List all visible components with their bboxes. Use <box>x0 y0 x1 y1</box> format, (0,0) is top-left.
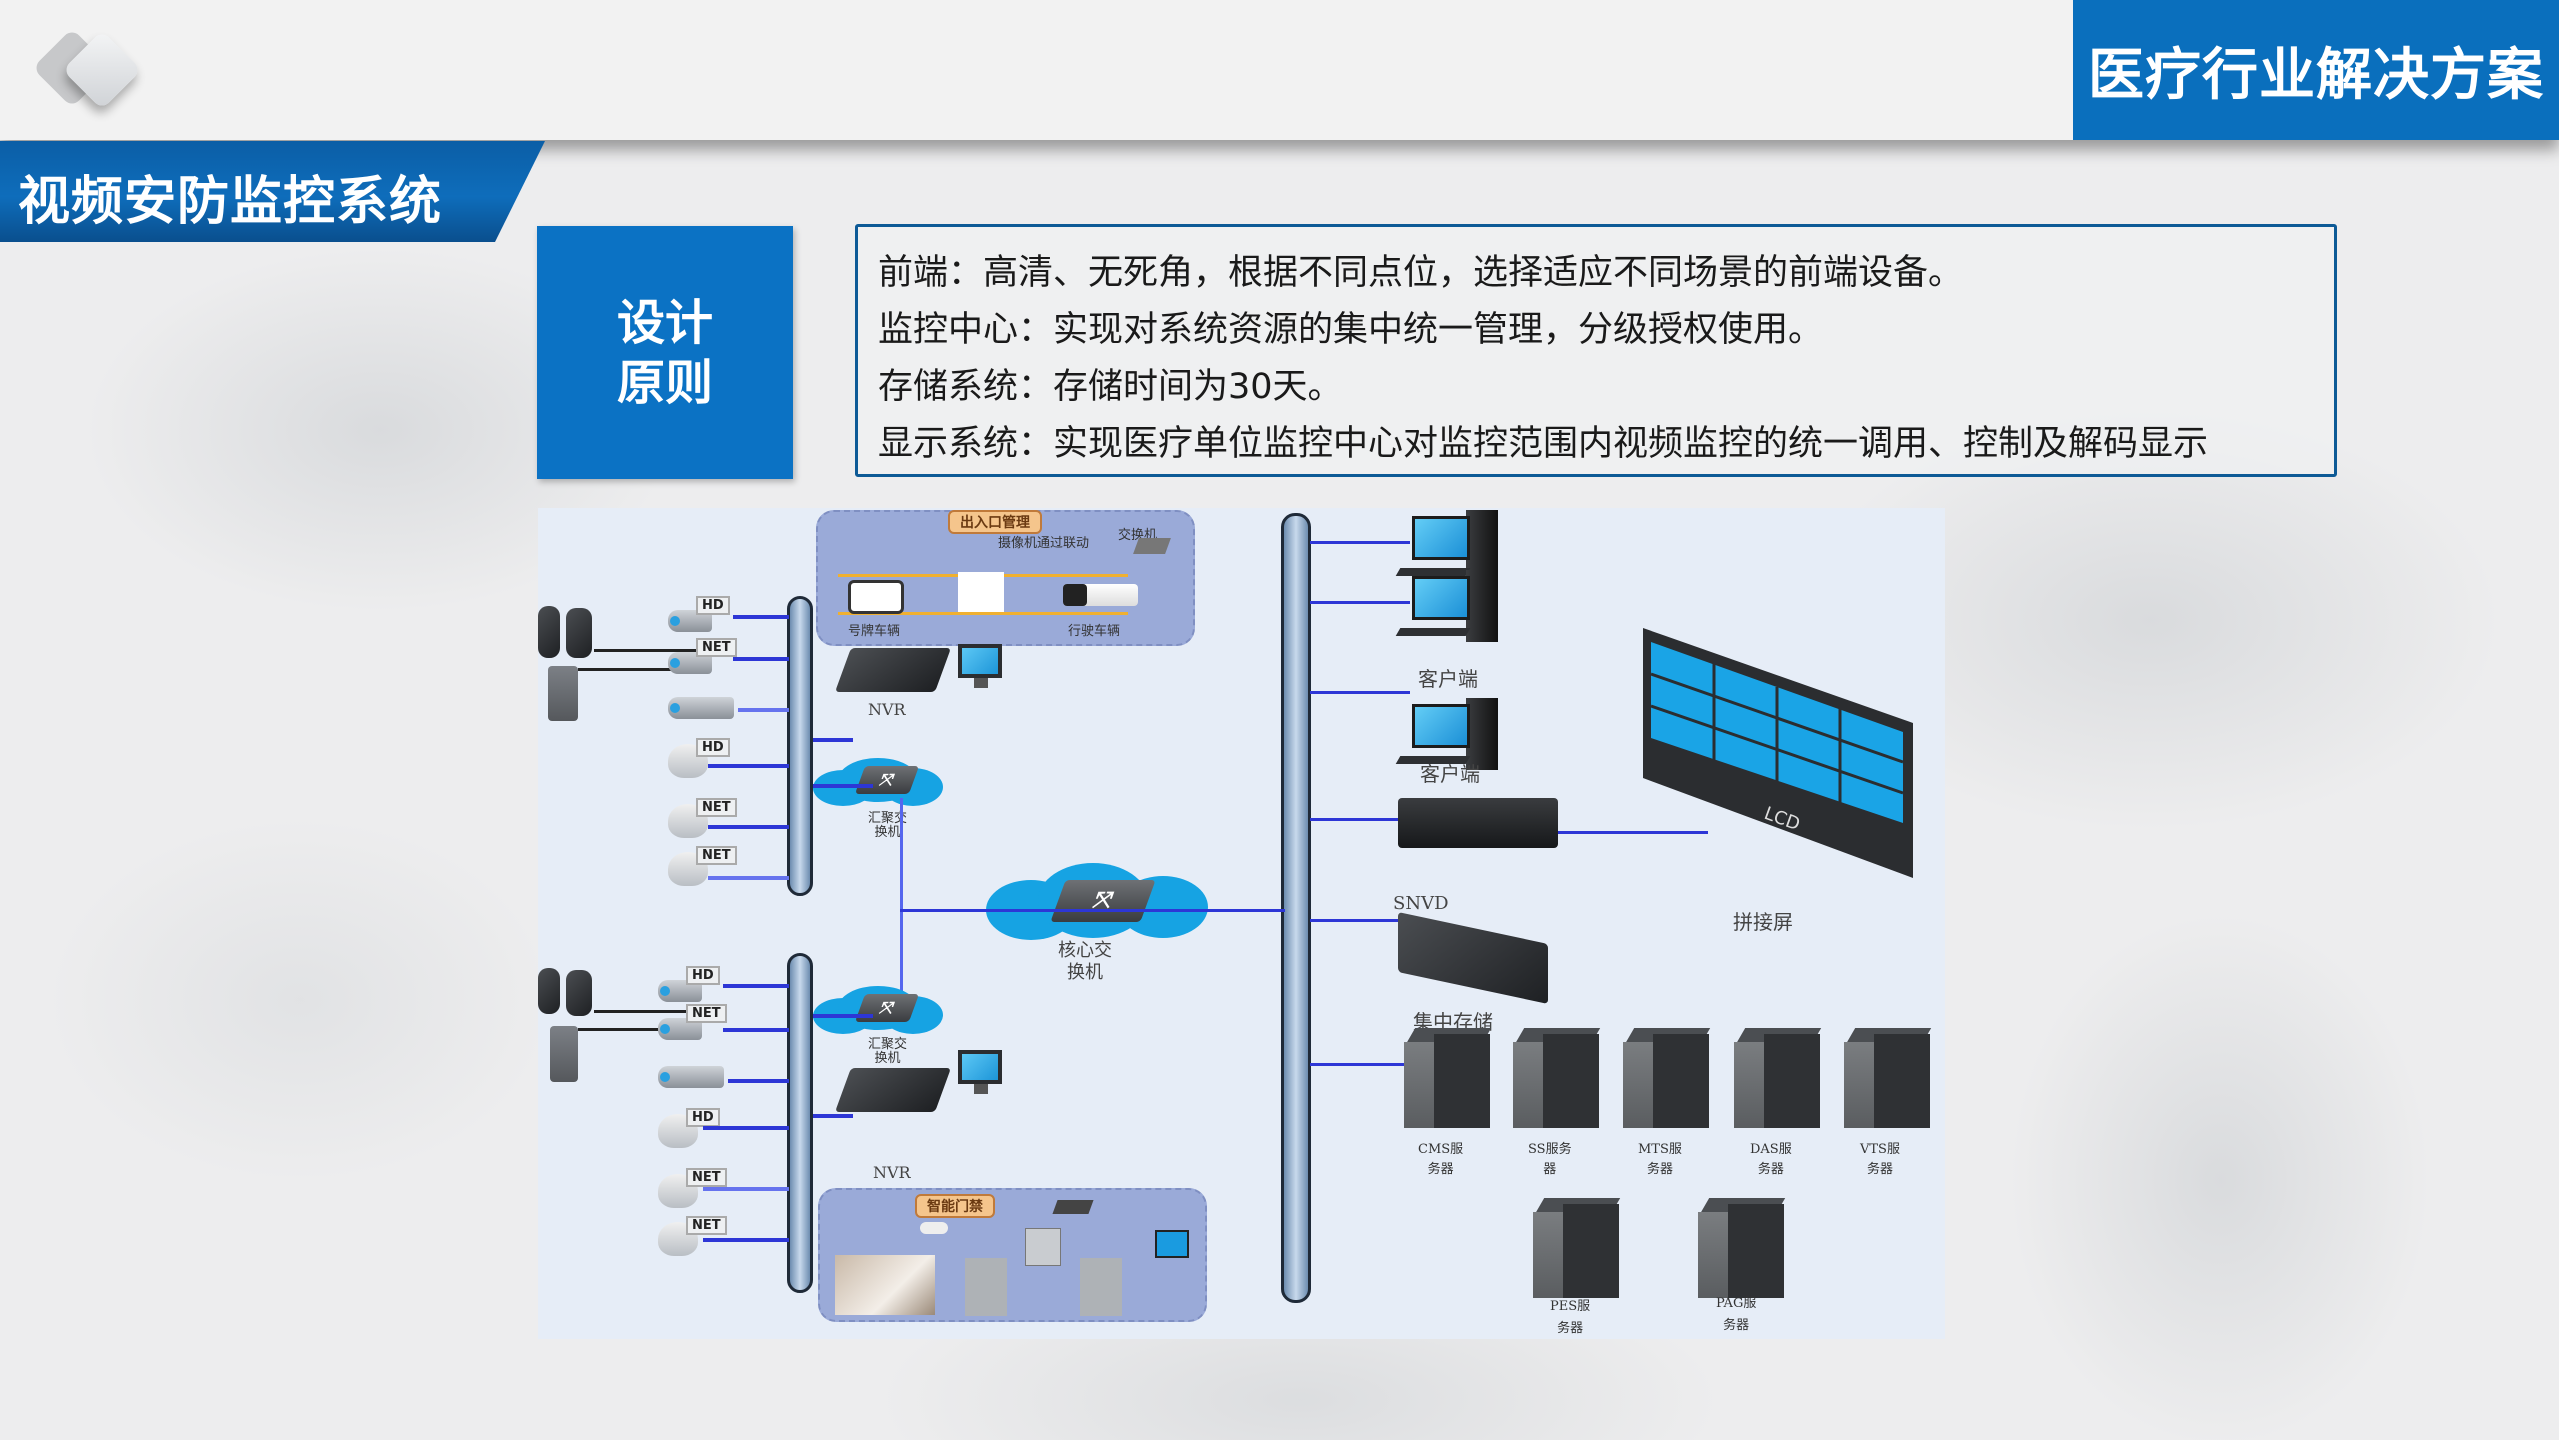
bottom-camera-2-icon: NET <box>658 1004 728 1048</box>
plate-camera-icon <box>1063 584 1138 606</box>
client-2-label: 客户端 <box>1418 667 1478 691</box>
bottom-aggregation-switch-label: 汇聚交换机 <box>868 1037 908 1066</box>
client-pc-2-icon <box>1395 570 1498 650</box>
server-label: MTS服务器 <box>1638 1142 1682 1177</box>
access-pc-icon <box>1155 1230 1189 1258</box>
logo-diamond-icon <box>32 28 144 112</box>
bottom-camera-1-icon: HD <box>658 966 728 1010</box>
top-dome-camera-2-icon: NET <box>668 798 738 842</box>
bottom-camera-3-icon <box>658 1052 728 1096</box>
mts-server-icon <box>1623 1028 1711 1128</box>
access-camera-icon <box>920 1222 948 1234</box>
card-reader-icon <box>548 666 578 721</box>
top-aggregation-switch-icon: ⤧ <box>854 766 920 794</box>
top-dome-camera-3-icon: NET <box>668 846 738 890</box>
bottom-nvr-monitor-icon <box>958 1050 1008 1098</box>
card-reader-icon <box>550 1026 578 1082</box>
turnstile-left-icon <box>965 1258 1007 1316</box>
top-nvr-monitor-icon <box>958 644 1008 692</box>
das-server-icon <box>1734 1028 1822 1128</box>
top-aggregation-switch-label: 汇聚交换机 <box>868 811 908 840</box>
bottom-dome-camera-2-icon: NET <box>658 1168 728 1212</box>
ss-server-icon <box>1513 1028 1601 1128</box>
solution-title-box: 医疗行业解决方案 <box>2073 0 2559 140</box>
visitor-photo <box>835 1255 935 1315</box>
top-nvr-icon <box>834 648 952 692</box>
bottom-access-bus <box>787 953 813 1293</box>
solution-title: 医疗行业解决方案 <box>2088 42 2544 108</box>
pag-server-icon <box>1698 1198 1786 1298</box>
entrance-management-inset: 出入口管理 摄像机通过联动 交换机 号牌车辆 行驶车辆 <box>816 510 1195 646</box>
inset-link-label: 摄像机通过联动 <box>998 536 1090 551</box>
server-label: PAG服务器 <box>1716 1296 1757 1333</box>
vehicle-icon <box>848 580 904 614</box>
bottom-nvr-icon <box>834 1068 952 1112</box>
alarm-device-icon <box>566 970 592 1016</box>
principle-storage: 存储系统：存储时间为30天。 <box>878 367 1343 407</box>
access-controller-icon <box>1025 1228 1061 1266</box>
turnstile-right-icon <box>1080 1258 1122 1316</box>
backbone-bus <box>1281 513 1311 1303</box>
server-label: PES服务器 <box>1550 1299 1591 1336</box>
entrance-inset-title: 出入口管理 <box>948 510 1042 534</box>
decoder-icon <box>1398 798 1558 848</box>
inset-switch-icon <box>1133 538 1171 554</box>
intercom-device-icon <box>538 606 560 658</box>
core-switch-icon: ⤧ <box>1050 880 1156 922</box>
inset-moving-vehicle-label: 行驶车辆 <box>1068 624 1121 639</box>
barrier-gate-icon <box>958 572 1004 612</box>
central-storage-icon <box>1398 912 1548 1004</box>
top-nvr-label: NVR <box>868 700 906 719</box>
cms-server-icon <box>1404 1028 1492 1128</box>
system-topology-diagram: HD NET HD NET NET 出入口管理 摄像机通过联动 交换机 号牌车辆… <box>538 508 1945 1339</box>
video-wall-lcd-icon: LCD <box>1643 628 1913 878</box>
intercom-device-icon <box>538 968 560 1014</box>
design-principle-label: 设计 原则 <box>537 226 793 479</box>
client-3-label: 客户端 <box>1420 762 1480 786</box>
alarm-device-icon <box>566 608 592 658</box>
top-dome-camera-1-icon: HD <box>668 738 738 782</box>
principle-frontend: 前端：高清、无死角，根据不同点位，选择适应不同场景的前端设备。 <box>878 253 1964 293</box>
server-label: CMS服务器 <box>1418 1142 1464 1177</box>
bottom-dome-camera-1-icon: HD <box>658 1108 728 1152</box>
principle-label-line2: 原则 <box>616 354 713 411</box>
decoder-label: SNVD <box>1393 893 1449 914</box>
client-pc-3-icon <box>1395 698 1498 778</box>
principle-monitor-center: 监控中心：实现对系统资源的集中统一管理，分级授权使用。 <box>878 310 1824 350</box>
bottom-nvr-label: NVR <box>873 1163 911 1182</box>
inset-vehicle-label: 号牌车辆 <box>848 624 901 639</box>
principle-display: 显示系统：实现医疗单位监控中心对监控范围内视频监控的统一调用、控制及解码显示 <box>878 424 2209 464</box>
server-label: SS服务器 <box>1528 1142 1572 1177</box>
access-switch-icon <box>1052 1200 1094 1214</box>
top-camera-2-icon: NET <box>668 638 738 682</box>
top-camera-1-icon: HD <box>668 596 738 640</box>
section-title-band: 视频安防监控系统 <box>0 141 545 242</box>
core-switch-label: 核心交换机 <box>1058 940 1112 983</box>
video-wall-label: 拼接屏 <box>1733 910 1793 934</box>
top-camera-3-icon <box>668 683 738 727</box>
section-title: 视频安防监控系统 <box>18 172 443 232</box>
principle-label-line1: 设计 <box>616 294 713 351</box>
smart-access-inset: 智能门禁 <box>818 1188 1207 1322</box>
server-label: DAS服务器 <box>1750 1142 1792 1177</box>
pes-server-icon <box>1533 1198 1621 1298</box>
access-inset-title: 智能门禁 <box>915 1194 995 1218</box>
vts-server-icon <box>1844 1028 1932 1128</box>
bottom-dome-camera-3-icon: NET <box>658 1216 728 1260</box>
server-label: VTS服务器 <box>1860 1142 1900 1177</box>
top-access-bus <box>787 596 813 896</box>
design-principle-text-box: 前端：高清、无死角，根据不同点位，选择适应不同场景的前端设备。 监控中心：实现对… <box>855 224 2337 477</box>
